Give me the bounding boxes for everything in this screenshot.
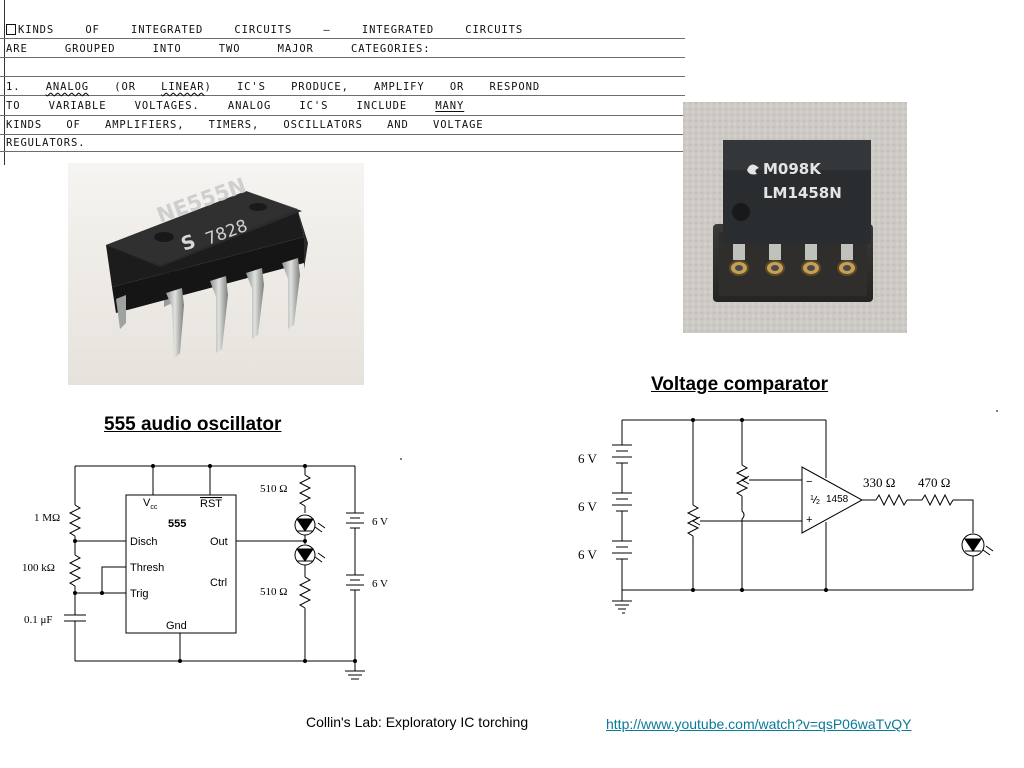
label-vcc: Vcc <box>143 497 158 511</box>
opamp-plus: + <box>806 514 812 526</box>
label-r2: 470 Ω <box>918 475 950 490</box>
note-line-3: 1. ANALOG (OR LINEAR) IC'S PRODUCE, AMPL… <box>6 81 540 93</box>
youtube-link[interactable]: http://www.youtube.com/watch?v=qsP06waTv… <box>606 716 912 732</box>
handwritten-note: KINDS OF INTEGRATED CIRCUITS — INTEGRATE… <box>0 0 685 165</box>
label-out: Out <box>210 536 228 548</box>
opamp-frac-den: 2 <box>816 499 820 506</box>
line-4-text: TO VARIABLE VOLTAGES. ANALOG IC'S INCLUD… <box>6 100 408 112</box>
ruled-line <box>0 115 685 116</box>
label-r1: 1 MΩ <box>34 512 60 524</box>
label-r3: 510 Ω <box>260 483 287 495</box>
word-or: (OR <box>114 81 136 93</box>
margin-line <box>4 0 5 165</box>
note-line-6: REGULATORS. <box>6 137 86 149</box>
label-v2: 6 V <box>372 578 388 590</box>
label-chip: 555 <box>168 518 186 530</box>
label-thresh: Thresh <box>130 562 164 574</box>
ruled-line <box>0 151 685 152</box>
label-c1: 0.1 μF <box>24 614 53 626</box>
note-line-1: KINDS OF INTEGRATED CIRCUITS — INTEGRATE… <box>18 24 524 36</box>
chip-marking-1: M098K <box>763 160 822 178</box>
chip-marking-2: LM1458N <box>763 184 842 202</box>
note-line-5: KINDS OF AMPLIFIERS, TIMERS, OSCILLATORS… <box>6 119 484 131</box>
opamp-label: 1458 <box>826 494 849 505</box>
note-line-4: TO VARIABLE VOLTAGES. ANALOG IC'S INCLUD… <box>6 100 464 112</box>
word-many: MANY <box>435 100 465 112</box>
comparator-schematic: 6 V 6 V 6 V 330 Ω 470 Ω − + 1 2 1458 <box>570 405 1000 620</box>
label-trig: Trig <box>130 588 149 600</box>
label-v2: 6 V <box>578 499 598 514</box>
line-3-rest: ) IC'S PRODUCE, AMPLIFY OR RESPOND <box>204 81 541 93</box>
oscillator-schematic: 1 MΩ 100 kΩ 0.1 μF 555 Vcc RST Disch Thr… <box>0 455 410 685</box>
label-r1: 330 Ω <box>863 475 895 490</box>
label-v3: 6 V <box>578 547 598 562</box>
caption-oscillator: 555 audio oscillator <box>104 414 282 435</box>
item-number: 1. <box>6 81 21 93</box>
ruled-line <box>0 57 685 58</box>
label-disch: Disch <box>130 536 158 548</box>
ruled-line <box>0 95 685 96</box>
ne555-chip-photo: NE555N S 7828 <box>68 163 364 385</box>
ruled-line <box>0 134 685 135</box>
national-logo-icon <box>747 164 759 175</box>
word-linear: LINEAR <box>161 81 205 93</box>
checkbox-icon <box>6 24 16 35</box>
label-ctrl: Ctrl <box>210 577 227 589</box>
label-rst: RST <box>200 498 222 510</box>
label-v1: 6 V <box>578 451 598 466</box>
label-r2: 100 kΩ <box>22 562 55 574</box>
footer-credit: Collin's Lab: Exploratory IC torching <box>306 714 529 730</box>
word-analog: ANALOG <box>45 81 90 93</box>
label-gnd: Gnd <box>166 620 187 632</box>
opamp-minus: − <box>806 476 812 488</box>
ruled-line <box>0 38 685 39</box>
label-r4: 510 Ω <box>260 586 287 598</box>
lm1458-chip-photo: M098K LM1458N <box>683 102 907 333</box>
label-v1: 6 V <box>372 516 388 528</box>
opamp-frac-num: 1 <box>810 495 814 502</box>
ruled-line <box>0 76 685 77</box>
note-line-2: ARE GROUPED INTO TWO MAJOR CATEGORIES: <box>6 43 431 55</box>
caption-comparator: Voltage comparator <box>651 374 829 395</box>
